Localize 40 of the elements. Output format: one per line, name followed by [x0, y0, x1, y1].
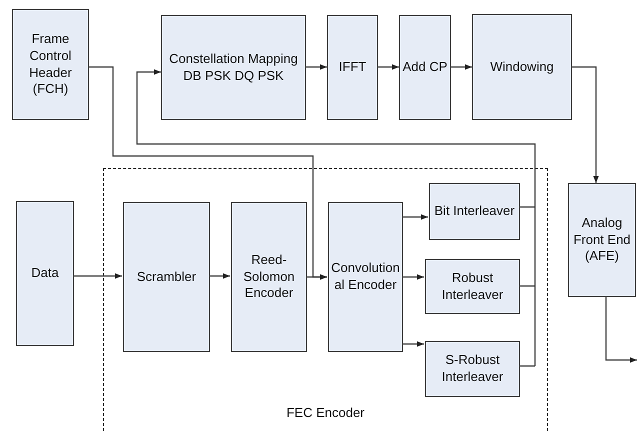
block-label: S-Robust Interleaver	[440, 352, 504, 386]
process-box	[472, 14, 572, 120]
dashed-group-box	[103, 168, 548, 431]
process-box	[12, 9, 89, 120]
process-box	[399, 15, 451, 120]
connector-arrow	[209, 273, 230, 279]
process-box	[16, 201, 74, 346]
block-label: Scrambler	[136, 268, 198, 286]
block-label: Robust Interleaver	[440, 270, 504, 304]
process-box	[425, 341, 520, 397]
block-label: Add CP	[402, 59, 448, 76]
process-box	[327, 15, 378, 120]
connector-arrow	[402, 214, 428, 220]
block-label: Convolutional Encoder	[330, 260, 401, 294]
block-label: Frame Control Header (FCH)	[28, 30, 73, 98]
block-label: Analog Front End (AFE)	[572, 214, 632, 266]
connector-arrow	[605, 297, 637, 363]
connector-arrow	[306, 274, 327, 280]
connector-arrow	[402, 274, 424, 280]
process-box	[568, 183, 636, 297]
block-label: Reed-Solomon Encoder	[242, 252, 296, 302]
connector-arrow	[378, 64, 399, 70]
connector-arrow	[74, 273, 122, 279]
connector-arrow	[572, 66, 599, 183]
block-label: Windowing	[489, 58, 555, 76]
process-box	[123, 202, 210, 352]
connector-arrow	[451, 64, 472, 70]
process-box	[425, 259, 520, 314]
process-box	[161, 15, 306, 120]
connector-arrow	[136, 69, 536, 367]
block-label: Bit Interleaver	[433, 203, 516, 220]
connector-arrow	[402, 341, 424, 347]
process-box	[231, 202, 307, 352]
block-label: IFFT	[338, 59, 368, 76]
block-label: Data	[30, 265, 60, 282]
connector-arrow	[306, 64, 327, 70]
process-box	[429, 183, 520, 240]
block-label: Constellation Mapping DB PSK DQ PSK	[168, 50, 299, 84]
process-box	[328, 202, 403, 352]
group-label: FEC Encoder	[285, 405, 366, 422]
